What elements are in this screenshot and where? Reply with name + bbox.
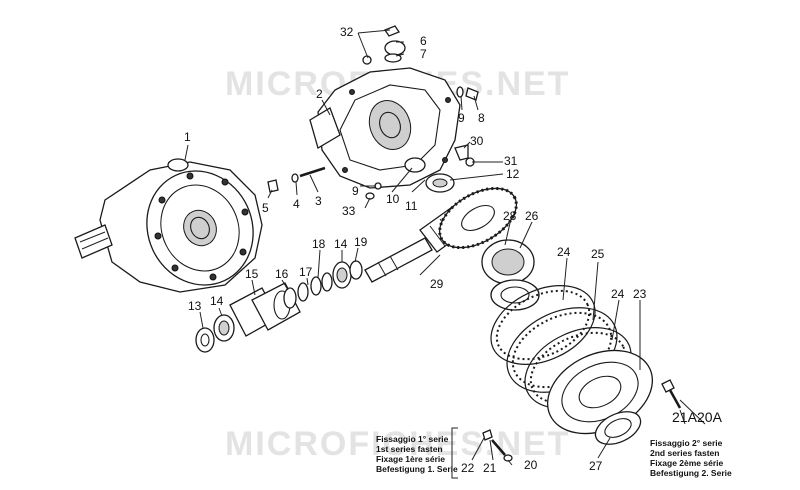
callout-5: 5 bbox=[262, 201, 269, 215]
part-20-21-22-fasteners bbox=[482, 429, 513, 462]
part-30-31-screws bbox=[454, 144, 475, 167]
callout-32: 32 bbox=[340, 25, 354, 39]
callout-3: 3 bbox=[315, 194, 322, 208]
part-3-4-5-stud bbox=[267, 166, 326, 193]
callout-13: 13 bbox=[188, 299, 202, 313]
callout-7: 7 bbox=[420, 47, 427, 61]
part-6-7-plug bbox=[362, 25, 406, 65]
note-first-line-4: Befestigung 1. Serie bbox=[376, 464, 458, 474]
callout-1: 1 bbox=[184, 130, 191, 144]
part-8-9-fasteners bbox=[456, 86, 479, 101]
callout-25: 25 bbox=[591, 247, 605, 261]
callout-9-upper: 9 bbox=[458, 111, 465, 125]
callout-10: 10 bbox=[386, 192, 400, 206]
part-14-bearing bbox=[213, 314, 235, 342]
callout-2: 2 bbox=[316, 87, 323, 101]
callout-28: 28 bbox=[503, 209, 517, 223]
callout-labels: 1 2 3 4 5 6 7 8 9 9 10 11 12 13 14 14 15… bbox=[184, 25, 723, 475]
note-first-line-3: Fixage 1ère série bbox=[376, 454, 445, 464]
callout-16: 16 bbox=[275, 267, 289, 281]
note-bracket bbox=[451, 427, 458, 479]
callout-14-right: 14 bbox=[334, 237, 348, 251]
callout-17: 17 bbox=[299, 265, 313, 279]
note-second-line-4: Befestigung 2. Serie bbox=[650, 468, 732, 478]
callout-12: 12 bbox=[506, 167, 520, 181]
note-first-series: Fissaggio 1° serie 1st series fasten Fix… bbox=[376, 434, 458, 474]
part-17-18-spacers bbox=[297, 272, 333, 302]
callout-21: 21 bbox=[483, 461, 497, 475]
callout-6: 6 bbox=[420, 34, 427, 48]
callout-19: 19 bbox=[354, 235, 368, 249]
callout-20: 20 bbox=[524, 458, 538, 472]
callout-11: 11 bbox=[405, 199, 418, 213]
note-first-line-1: Fissaggio 1° serie bbox=[376, 434, 449, 444]
part-13-ring bbox=[195, 327, 215, 353]
callout-22: 22 bbox=[461, 461, 475, 475]
callout-8: 8 bbox=[478, 111, 485, 125]
part-26-28-bearing bbox=[481, 239, 540, 311]
callout-24-upper: 24 bbox=[557, 245, 571, 259]
part-14b-19-bearing bbox=[332, 260, 363, 289]
part-2-cover bbox=[309, 67, 461, 189]
part-1-housing bbox=[74, 158, 263, 293]
part-crown-gear bbox=[438, 186, 518, 250]
part-27-seal bbox=[594, 411, 642, 445]
callout-18: 18 bbox=[312, 237, 326, 251]
part-20a-21a-fastener bbox=[661, 379, 682, 409]
callout-24-lower: 24 bbox=[611, 287, 625, 301]
callout-23: 23 bbox=[633, 287, 647, 301]
callout-27: 27 bbox=[589, 459, 603, 473]
callout-20a: 20A bbox=[697, 409, 723, 425]
note-first-line-2: 1st series fasten bbox=[376, 444, 443, 454]
callout-30: 30 bbox=[470, 134, 484, 148]
leader-lines bbox=[184, 29, 706, 466]
callout-14-left: 14 bbox=[210, 294, 224, 308]
note-second-series: Fissaggio 2° serie 2nd series fasten Fix… bbox=[650, 438, 732, 478]
note-second-line-3: Fixage 2ème série bbox=[650, 458, 724, 468]
part-10-11-12-bearing bbox=[404, 157, 455, 193]
note-second-line-2: 2nd series fasten bbox=[650, 448, 719, 458]
callout-33: 33 bbox=[342, 204, 356, 218]
callout-31: 31 bbox=[504, 154, 518, 168]
callout-26: 26 bbox=[525, 209, 539, 223]
callout-9-lower: 9 bbox=[352, 184, 359, 198]
callout-21a: 21A bbox=[672, 409, 698, 425]
part-16-washer bbox=[283, 287, 297, 309]
callout-15: 15 bbox=[245, 267, 259, 281]
callout-4: 4 bbox=[293, 197, 300, 211]
callout-29: 29 bbox=[430, 277, 444, 291]
note-second-line-1: Fissaggio 2° serie bbox=[650, 438, 723, 448]
